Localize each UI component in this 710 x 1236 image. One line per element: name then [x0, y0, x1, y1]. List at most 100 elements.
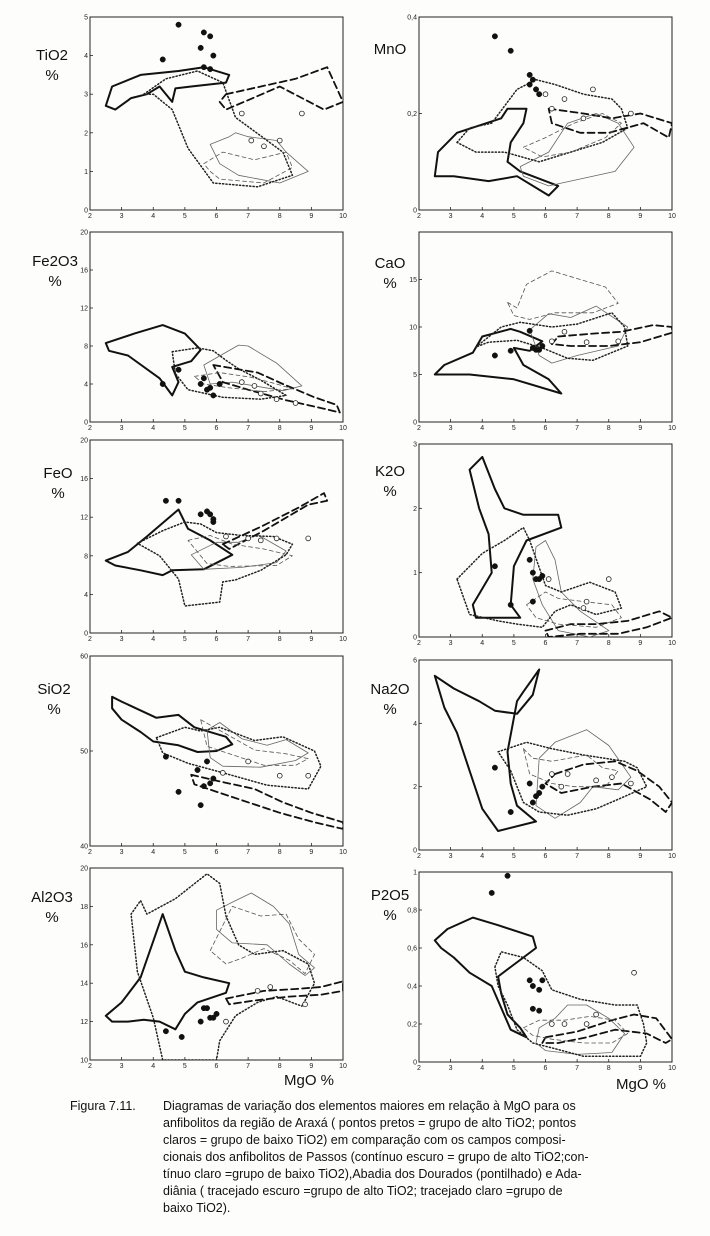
k2o-x-tick-label: 10 — [668, 640, 676, 647]
na2o-x-tick-label: 2 — [417, 853, 421, 860]
na2o-point-low-tio2 — [593, 777, 599, 784]
label-feo: FeO % — [28, 464, 88, 505]
feo-field-adadiania-high-tio2 — [221, 492, 329, 550]
sio2-y-tick-label: 60 — [80, 654, 88, 661]
al2o3-field-adadiania-high-tio2 — [225, 980, 343, 1006]
na2o-x-tick-label: 10 — [668, 853, 676, 860]
k2o-point-high-tio2 — [539, 572, 546, 579]
cao-y-tick-label: 15 — [409, 277, 417, 284]
tio2-field-passos-low-tio2 — [209, 132, 309, 184]
na2o-plot-area — [433, 668, 672, 832]
p2o5-point-low-tio2 — [549, 1021, 555, 1027]
k2o-x-tick-label: 2 — [417, 640, 421, 647]
na2o-point-low-tio2 — [609, 774, 615, 780]
fe2o3-field-adadiania-high-tio2 — [212, 364, 341, 414]
cao-field-passos-high-tio2 — [433, 327, 563, 395]
feo-point-high-tio2 — [197, 511, 204, 518]
na2o-x-tick-label: 4 — [480, 853, 484, 860]
feo-x-tick-label: 10 — [339, 636, 347, 643]
na2o-y-tick-label: 2 — [413, 784, 417, 791]
label-tio2-element: TiO2 — [36, 47, 68, 64]
mno-point-low-tio2 — [542, 91, 549, 97]
fe2o3-point-high-tio2 — [197, 381, 204, 387]
mno-point-high-tio2 — [529, 76, 536, 83]
mno-point-high-tio2 — [491, 33, 498, 40]
sio2-point-low-tio2 — [220, 770, 226, 776]
feo-point-low-tio2 — [273, 535, 280, 542]
cao-point-low-tio2 — [549, 338, 555, 345]
k2o-x-tick-label: 7 — [575, 640, 579, 647]
feo-point-high-tio2 — [175, 497, 182, 504]
fe2o3-point-low-tio2 — [239, 379, 245, 385]
sio2-point-low-tio2 — [245, 758, 251, 765]
tio2-point-high-tio2 — [197, 44, 204, 51]
label-al2o3-element: Al2O3 — [31, 889, 73, 906]
tio2-y-tick-label: 1 — [84, 169, 88, 176]
feo-field-adadiania-low-tio2 — [187, 535, 293, 567]
feo-y-tick-label: 16 — [80, 476, 88, 483]
label-sio2-unit: % — [47, 701, 61, 719]
fe2o3-x-tick-label: 9 — [309, 425, 313, 432]
label-fe2o3: Fe2O3 % — [20, 252, 90, 293]
p2o5-x-tick-label: 6 — [544, 1065, 548, 1072]
label-fe2o3-element: Fe2O3 — [32, 253, 78, 270]
label-cao-unit: % — [383, 275, 397, 293]
mno-point-low-tio2 — [628, 110, 634, 117]
sio2-point-high-tio2 — [210, 775, 217, 782]
k2o-y-tick-label: 2 — [413, 506, 417, 513]
mno-point-high-tio2 — [526, 81, 533, 88]
al2o3-y-tick-label: 12 — [80, 1019, 88, 1026]
feo-x-tick-label: 2 — [88, 636, 92, 643]
k2o-point-low-tio2 — [605, 576, 612, 582]
tio2-plot-frame — [89, 16, 344, 211]
sio2-plot-area — [111, 695, 343, 830]
na2o-y-tick-label: 4 — [413, 721, 417, 728]
p2o5-x-tick-label: 10 — [668, 1065, 676, 1072]
p2o5-field-adadiania-low-tio2 — [523, 1015, 629, 1044]
fe2o3-plot-area — [104, 324, 341, 414]
na2o-field-passos-low-tio2 — [535, 729, 632, 819]
al2o3-point-high-tio2 — [204, 1005, 210, 1012]
mno-y-tick-label: 0 — [413, 208, 417, 215]
tio2-point-high-tio2 — [175, 21, 182, 28]
fe2o3-x-tick-label: 6 — [215, 425, 219, 432]
p2o5-y-tick-label: 0,2 — [407, 1022, 417, 1029]
tio2-x-tick-label: 5 — [183, 213, 187, 220]
cao-point-high-tio2 — [507, 347, 514, 354]
tio2-y-tick-label: 0 — [84, 208, 88, 215]
na2o-y-tick-label: 0 — [413, 848, 417, 855]
feo-point-low-tio2 — [223, 533, 229, 540]
cao-point-low-tio2 — [561, 328, 568, 335]
tio2-x-tick-label: 2 — [88, 213, 92, 220]
mno-point-high-tio2 — [507, 47, 514, 54]
cao-point-low-tio2 — [615, 338, 622, 345]
fe2o3-x-tick-label: 4 — [151, 425, 155, 432]
mno-x-tick-label: 2 — [417, 213, 421, 220]
tio2-point-low-tio2 — [248, 137, 255, 144]
p2o5-field-adadiania-high-tio2 — [541, 1013, 672, 1044]
label-feo-unit: % — [51, 485, 65, 503]
mno-x-tick-label: 10 — [668, 213, 676, 220]
tio2-point-high-tio2 — [207, 66, 214, 73]
cao-plot-area — [433, 270, 672, 395]
sio2-y-tick-label: 40 — [80, 844, 88, 851]
cao-x-tick-label: 2 — [417, 425, 421, 432]
fe2o3-point-high-tio2 — [216, 381, 223, 387]
feo-point-low-tio2 — [257, 537, 264, 544]
feo-field-passos-low-tio2 — [190, 534, 287, 570]
fe2o3-point-low-tio2 — [257, 390, 264, 397]
na2o-x-tick-label: 5 — [512, 853, 516, 860]
na2o-field-abadia-dourados — [497, 741, 648, 816]
na2o-point-high-tio2 — [507, 809, 514, 815]
sio2-point-low-tio2 — [276, 772, 283, 779]
mno-field-abadia-dourados — [456, 78, 629, 163]
sio2-point-high-tio2 — [175, 788, 182, 795]
mno-point-low-tio2 — [549, 105, 555, 112]
na2o-x-tick-label: 7 — [575, 853, 579, 860]
